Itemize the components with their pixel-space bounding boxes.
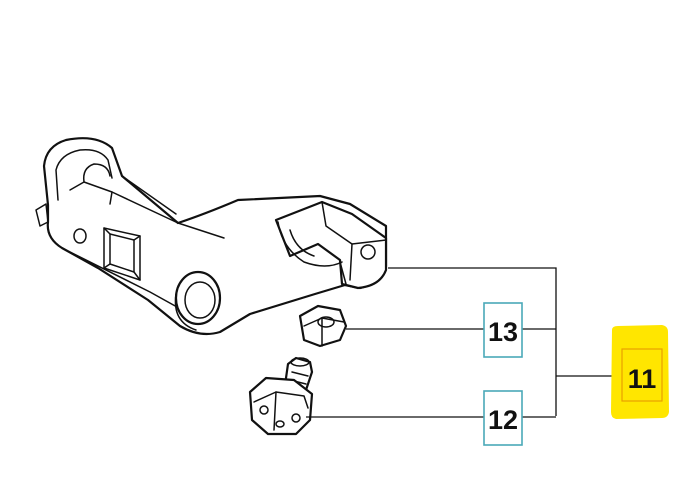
callout-12[interactable]: 12 xyxy=(483,390,523,446)
hex-nut-part xyxy=(298,304,348,348)
callout-11[interactable]: 11 xyxy=(611,325,669,419)
callout-11-inner-box xyxy=(621,348,663,402)
lever-arm-part xyxy=(35,137,388,336)
callout-11-label: 11 xyxy=(628,364,657,394)
callout-13-label: 13 xyxy=(488,317,518,347)
collar-bolt-part xyxy=(248,356,314,436)
callout-13-box xyxy=(483,302,523,358)
callout-13[interactable]: 13 xyxy=(483,302,523,358)
callout-12-box xyxy=(483,390,523,446)
leader-lines xyxy=(306,267,620,418)
callout-12-label: 12 xyxy=(488,405,518,435)
